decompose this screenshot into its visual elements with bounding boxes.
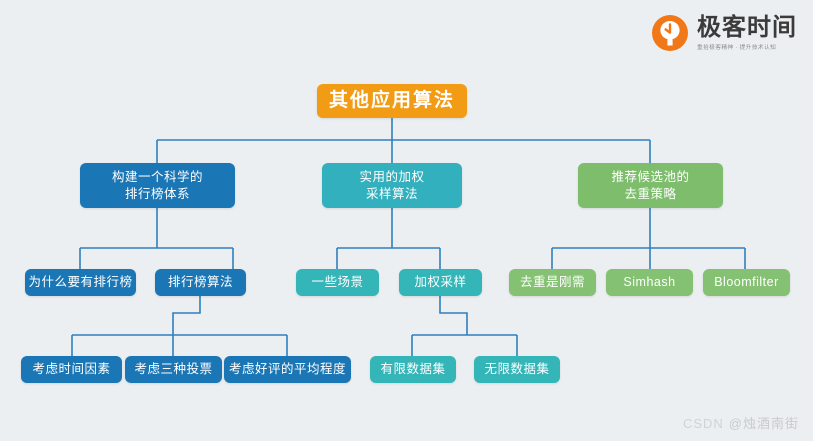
node-dedup[interactable]: 推荐候选池的 去重策略 (578, 163, 723, 208)
logo-tagline: 重拾极客精神 · 提升技术认知 (697, 45, 777, 51)
node-why-ranking[interactable]: 为什么要有排行榜 (25, 269, 136, 296)
watermark-user: @烛酒南街 (728, 416, 799, 431)
node-ranking-algo[interactable]: 排行榜算法 (155, 269, 246, 296)
node-bloomfilter[interactable]: Bloomfilter (703, 269, 790, 296)
node-three-votes[interactable]: 考虑三种投票 (125, 356, 222, 383)
node-weighted-sampling[interactable]: 实用的加权 采样算法 (322, 163, 462, 208)
node-dedup-need[interactable]: 去重是刚需 (509, 269, 596, 296)
logo-title: 极客时间 (697, 13, 797, 41)
node-time-factor[interactable]: 考虑时间因素 (21, 356, 122, 383)
node-scenarios[interactable]: 一些场景 (296, 269, 379, 296)
node-simhash[interactable]: Simhash (606, 269, 693, 296)
logo-text-wrap: 极客时间 重拾极客精神 · 提升技术认知 (697, 15, 797, 51)
edge-ranking-algo-jog (172, 296, 201, 335)
edge-weighted-sample-jog (439, 296, 468, 335)
node-avg-praise[interactable]: 考虑好评的平均程度 (224, 356, 351, 383)
node-ranking[interactable]: 构建一个科学的 排行榜体系 (80, 163, 235, 208)
node-finite-set[interactable]: 有限数据集 (370, 356, 456, 383)
node-weighted-sample[interactable]: 加权采样 (399, 269, 482, 296)
watermark: CSDN @烛酒南街 (683, 413, 799, 432)
watermark-brand: CSDN (682, 416, 724, 431)
node-infinite-set[interactable]: 无限数据集 (474, 356, 560, 383)
node-root[interactable]: 其他应用算法 (317, 84, 467, 118)
geektime-logo: 极客时间 重拾极客精神 · 提升技术认知 (651, 14, 797, 52)
geektime-mark-icon (651, 14, 689, 52)
